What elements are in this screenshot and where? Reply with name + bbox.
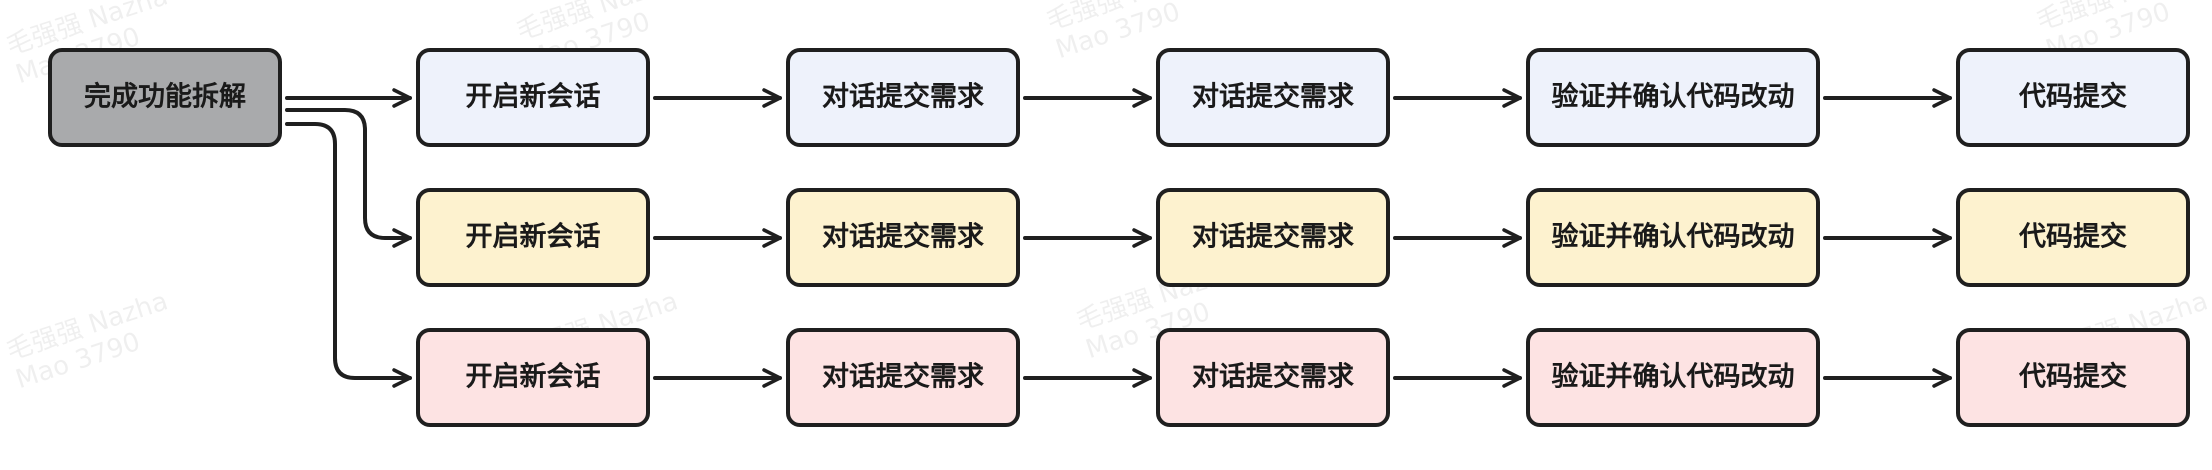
row-1-step-5-box xyxy=(1956,48,2190,147)
row-1-step-1-box xyxy=(416,48,650,147)
row-3-step-3: 对话提交需求 xyxy=(1156,328,1390,427)
row-1-step-2-label: 对话提交需求 xyxy=(822,81,984,113)
row-3-step-5-label: 代码提交 xyxy=(2018,361,2127,393)
row-1-step-3: 对话提交需求 xyxy=(1156,48,1390,147)
flow-row-2: 开启新会话 对话提交需求 对话提交需求 验证并确认代码改动 代码提交 xyxy=(416,188,2190,287)
row-1-step-2-box xyxy=(786,48,1020,147)
row-3-step-5: 代码提交 xyxy=(1956,328,2190,427)
root-node-label: 完成功能拆解 xyxy=(84,81,246,113)
connector-root-to-row-3 xyxy=(285,122,412,388)
root-node: 完成功能拆解 xyxy=(48,48,282,147)
row-3-step-4: 验证并确认代码改动 xyxy=(1526,328,1820,427)
flow-row-1: 开启新会话 对话提交需求 对话提交需求 验证并确认代码改动 代码提交 xyxy=(416,48,2190,147)
row-2-step-3: 对话提交需求 xyxy=(1156,188,1390,287)
row-2-step-5-box xyxy=(1956,188,2190,287)
row-3-step-3-label: 对话提交需求 xyxy=(1192,361,1354,393)
row-2-step-3-box xyxy=(1156,188,1390,287)
row-1-step-4: 验证并确认代码改动 xyxy=(1526,48,1820,147)
row-1-step-4-label: 验证并确认代码改动 xyxy=(1552,81,1795,113)
row-2-step-5-label: 代码提交 xyxy=(2018,221,2127,253)
row-2-step-4-label: 验证并确认代码改动 xyxy=(1552,221,1795,253)
row-3-step-3-box xyxy=(1156,328,1390,427)
row-3-step-1-label: 开启新会话 xyxy=(466,361,601,393)
row-1-step-3-label: 对话提交需求 xyxy=(1192,81,1354,113)
row-1-step-4-box xyxy=(1526,48,1820,147)
watermark-text: 毛强强 NazhaMao 3790 xyxy=(3,286,181,395)
row-3-step-2-box xyxy=(786,328,1020,427)
root-node-box xyxy=(48,48,282,147)
row-1-step-5-label: 代码提交 xyxy=(2018,81,2127,113)
connector-root-to-row-2 xyxy=(285,108,412,248)
row-2-step-1-label: 开启新会话 xyxy=(466,221,601,253)
row-1-step-3-box xyxy=(1156,48,1390,147)
row-3-step-4-box xyxy=(1526,328,1820,427)
row-3-step-1: 开启新会话 xyxy=(416,328,650,427)
row-3-step-2-label: 对话提交需求 xyxy=(822,361,984,393)
row-1-step-5: 代码提交 xyxy=(1956,48,2190,147)
row-2-step-5: 代码提交 xyxy=(1956,188,2190,287)
connector-layer xyxy=(285,88,1952,388)
row-1-step-1-label: 开启新会话 xyxy=(466,81,601,113)
row-2-step-4: 验证并确认代码改动 xyxy=(1526,188,1820,287)
row-2-step-4-box xyxy=(1526,188,1820,287)
row-3-step-5-box xyxy=(1956,328,2190,427)
row-2-step-2: 对话提交需求 xyxy=(786,188,1020,287)
row-2-step-3-label: 对话提交需求 xyxy=(1192,221,1354,253)
row-3-step-2: 对话提交需求 xyxy=(786,328,1020,427)
row-3-step-1-box xyxy=(416,328,650,427)
row-2-step-1: 开启新会话 xyxy=(416,188,650,287)
row-3-step-4-label: 验证并确认代码改动 xyxy=(1552,361,1795,393)
row-2-step-2-label: 对话提交需求 xyxy=(822,221,984,253)
row-1-step-2: 对话提交需求 xyxy=(786,48,1020,147)
row-1-step-1: 开启新会话 xyxy=(416,48,650,147)
row-2-step-1-box xyxy=(416,188,650,287)
row-2-step-2-box xyxy=(786,188,1020,287)
flow-row-3: 开启新会话 对话提交需求 对话提交需求 验证并确认代码改动 代码提交 xyxy=(416,328,2190,427)
